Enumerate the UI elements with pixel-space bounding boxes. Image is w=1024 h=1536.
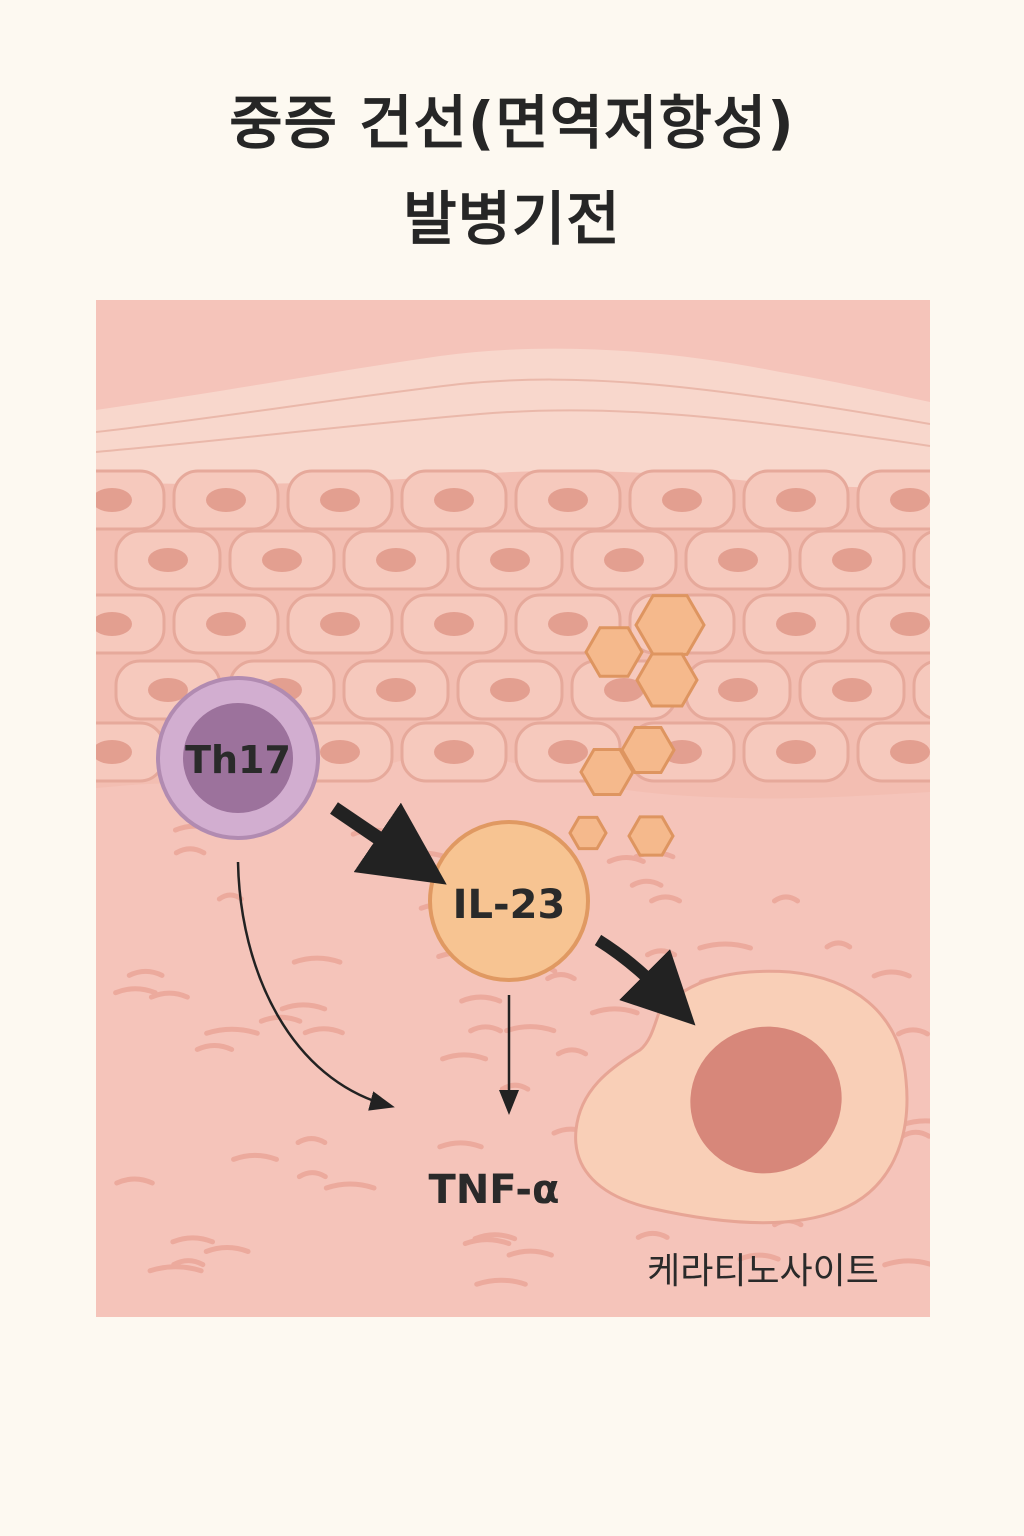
stratum-corneum bbox=[96, 348, 930, 500]
arrow-il23-to-keratinocyte bbox=[594, 934, 696, 1026]
title-line-1: 중증 건선(면역저항성) bbox=[229, 89, 795, 157]
title-line-2: 발병기전 bbox=[403, 185, 621, 253]
th17-cell: Th17 bbox=[156, 676, 320, 840]
il23-label: IL-23 bbox=[453, 882, 566, 928]
tnf-alpha-label: TNF-α bbox=[429, 1167, 560, 1213]
th17-label: Th17 bbox=[185, 738, 291, 782]
keratinocyte-cell bbox=[574, 969, 909, 1225]
arrow-th17-to-tnf bbox=[236, 861, 395, 1111]
il23-cytokine: IL-23 bbox=[428, 820, 590, 982]
cytokine-granules bbox=[568, 594, 706, 857]
keratinocyte-label: 케라티노사이트 bbox=[647, 1251, 879, 1292]
arrow-th17-to-il23 bbox=[330, 802, 447, 885]
